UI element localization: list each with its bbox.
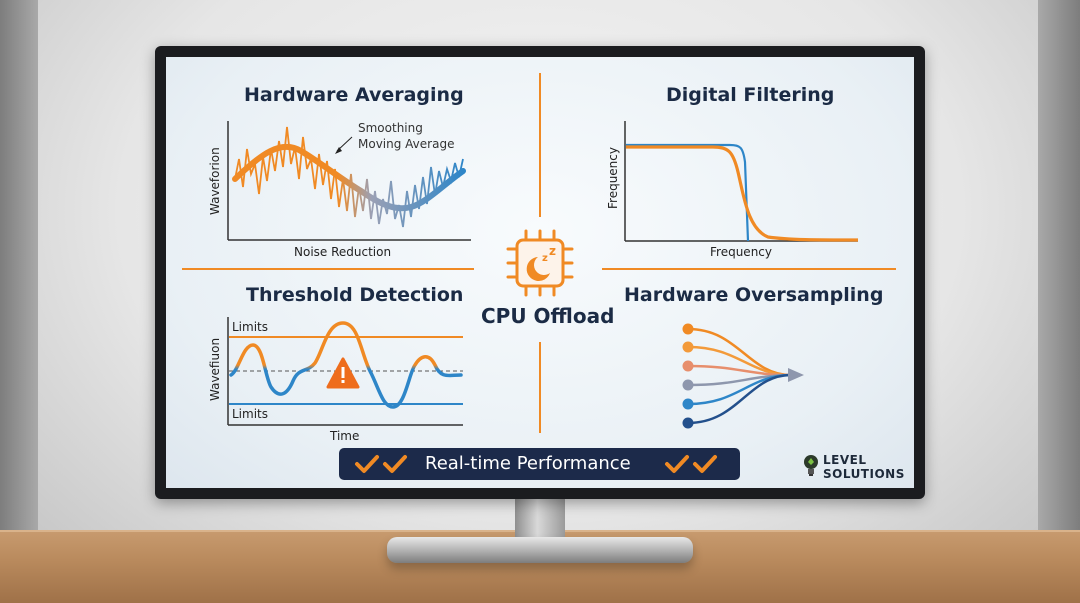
svg-text:z: z (549, 244, 556, 258)
sample-point-3 (682, 360, 694, 372)
monitor-screen: Hardware Averaging Smoothing Moving Aver… (166, 57, 914, 488)
oversampling-line-5 (687, 373, 791, 406)
sample-point-4 (682, 379, 694, 391)
logo-line1: LEVEL (823, 453, 867, 467)
oversampling-line-6 (687, 373, 791, 425)
arrow-head-icon (788, 368, 804, 382)
checkmark-icon-left (355, 455, 407, 473)
filtering-blue-response (626, 143, 750, 242)
averaging-annotation-line1: Smoothing (358, 121, 423, 135)
averaging-chart (227, 121, 471, 241)
averaging-moving-average (232, 143, 466, 212)
threshold-y-label: Wavefiuon (208, 337, 222, 401)
sample-point-1 (682, 323, 694, 335)
banner-text: Real-time Performance (425, 453, 631, 474)
threshold-lower-label: Limits (232, 407, 268, 421)
filtering-y-label: Frequency (606, 147, 620, 209)
averaging-x-label: Noise Reduction (294, 245, 392, 259)
threshold-chart (227, 317, 463, 426)
svg-text:z: z (542, 253, 548, 264)
warning-icon-bar (341, 367, 345, 378)
filtering-title: Digital Filtering (666, 84, 835, 106)
threshold-title: Threshold Detection (246, 284, 464, 306)
filtering-orange-response (626, 145, 859, 242)
threshold-signal (229, 321, 463, 409)
wall-left (0, 0, 38, 540)
oversampling-line-3 (687, 364, 791, 377)
warning-icon-dot (341, 380, 345, 383)
threshold-upper-label: Limits (232, 320, 268, 334)
averaging-noisy-signal (234, 126, 464, 228)
annotation-arrowhead (335, 147, 342, 154)
performance-banner: Real-time Performance (339, 448, 740, 480)
averaging-y-label: Waveforion (208, 147, 222, 215)
sample-point-5 (682, 398, 694, 410)
checkmark-icon-right (665, 455, 717, 473)
sample-point-6 (682, 417, 694, 429)
lightbulb-icon (804, 455, 818, 476)
threshold-x-label: Time (330, 429, 360, 443)
monitor-stand-neck (515, 497, 565, 542)
averaging-title: Hardware Averaging (244, 84, 464, 106)
wall-right (1038, 0, 1080, 540)
monitor-stand-base (387, 537, 693, 563)
averaging-annotation-line2: Moving Average (358, 137, 455, 151)
oversampling-line-1 (687, 327, 791, 377)
oversampling-title: Hardware Oversampling (624, 284, 884, 306)
quadrant-dividers (182, 73, 896, 433)
sleeping-cpu-icon: z z (506, 229, 574, 297)
cpu-offload-label: CPU Offload (481, 304, 615, 328)
sample-point-2 (682, 341, 694, 353)
filtering-chart (624, 121, 859, 242)
filtering-x-label: Frequency (710, 245, 772, 259)
oversampling-diagram (682, 323, 804, 429)
logo-line2: SOLUTIONS (823, 467, 905, 481)
